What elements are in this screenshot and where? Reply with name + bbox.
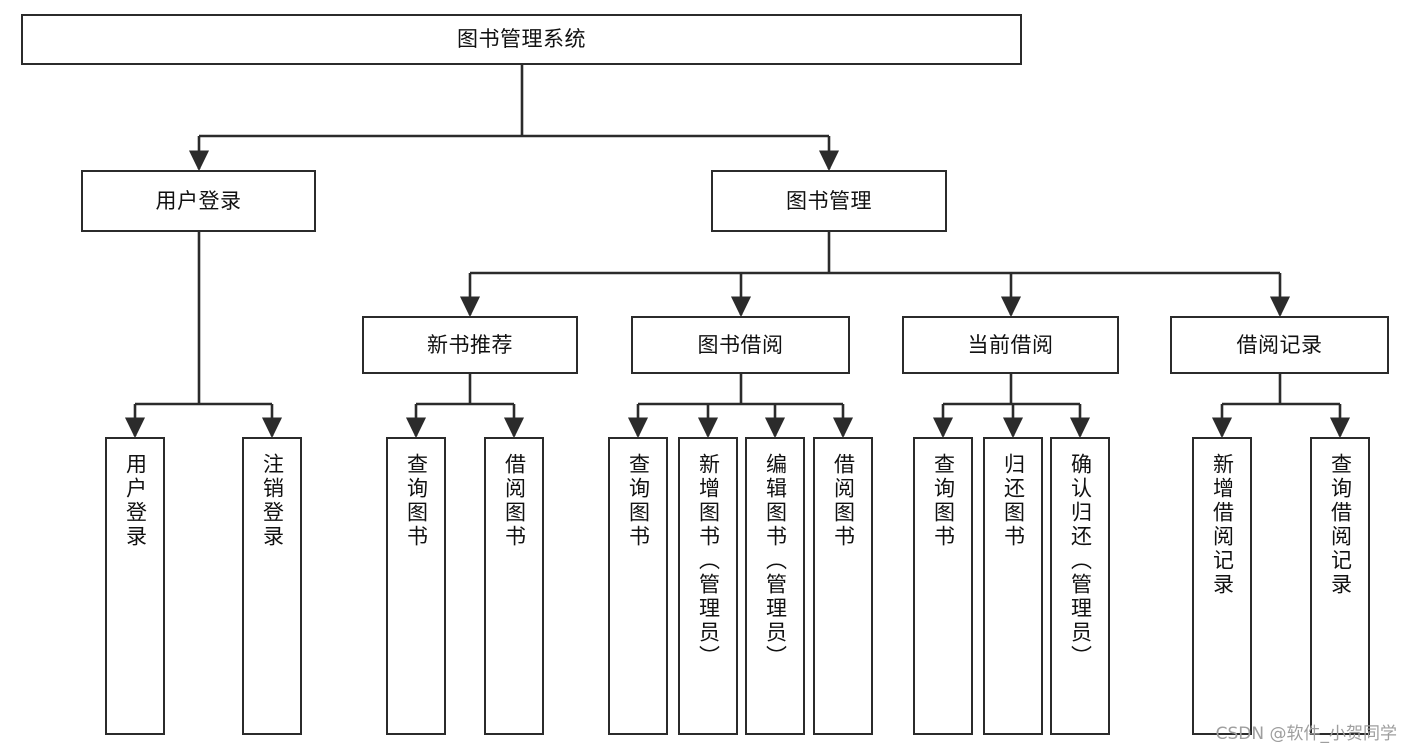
node-label: 用户登录 (155, 188, 242, 213)
node-label: 当前借阅 (967, 332, 1054, 357)
node-label: 借阅图书 (502, 453, 527, 549)
node-l4_e2[interactable]: 查询借阅记录 (1310, 437, 1370, 735)
node-label: 确认归还（管理员） (1068, 453, 1093, 669)
node-l4_c3[interactable]: 编辑图书（管理员） (745, 437, 805, 735)
node-l4_b1[interactable]: 查询图书 (386, 437, 446, 735)
node-label: 新增借阅记录 (1210, 453, 1235, 597)
node-label: 查询图书 (404, 453, 429, 549)
node-l2_login[interactable]: 用户登录 (81, 170, 316, 232)
node-l4_b2[interactable]: 借阅图书 (484, 437, 544, 735)
node-label: 查询图书 (626, 453, 651, 549)
node-l3_current[interactable]: 当前借阅 (902, 316, 1119, 374)
node-label: 图书借阅 (697, 332, 784, 357)
node-l3_record[interactable]: 借阅记录 (1170, 316, 1389, 374)
node-l4_c1[interactable]: 查询图书 (608, 437, 668, 735)
node-label: 新增图书（管理员） (696, 453, 721, 669)
node-label: 归还图书 (1001, 453, 1026, 549)
node-root[interactable]: 图书管理系统 (21, 14, 1022, 65)
node-label: 注销登录 (260, 453, 285, 549)
node-l4_a2[interactable]: 注销登录 (242, 437, 302, 735)
node-label: 图书管理 (786, 188, 872, 213)
node-label: 编辑图书（管理员） (763, 453, 788, 669)
node-label: 用户登录 (123, 453, 148, 549)
watermark-text: CSDN @软件_小贺同学 (1215, 724, 1397, 744)
node-l4_c4[interactable]: 借阅图书 (813, 437, 873, 735)
node-label: 新书推荐 (427, 332, 513, 357)
node-label: 借阅图书 (831, 453, 856, 549)
node-l4_a1[interactable]: 用户登录 (105, 437, 165, 735)
node-l3_borrow[interactable]: 图书借阅 (631, 316, 850, 374)
node-l2_book[interactable]: 图书管理 (711, 170, 947, 232)
node-label: 查询借阅记录 (1328, 453, 1353, 597)
node-l3_new[interactable]: 新书推荐 (362, 316, 578, 374)
node-label: 查询图书 (931, 453, 956, 549)
node-label: 借阅记录 (1236, 332, 1323, 357)
node-l4_d2[interactable]: 归还图书 (983, 437, 1043, 735)
node-l4_d1[interactable]: 查询图书 (913, 437, 973, 735)
node-label: 图书管理系统 (457, 27, 586, 52)
node-l4_d3[interactable]: 确认归还（管理员） (1050, 437, 1110, 735)
node-l4_c2[interactable]: 新增图书（管理员） (678, 437, 738, 735)
node-l4_e1[interactable]: 新增借阅记录 (1192, 437, 1252, 735)
